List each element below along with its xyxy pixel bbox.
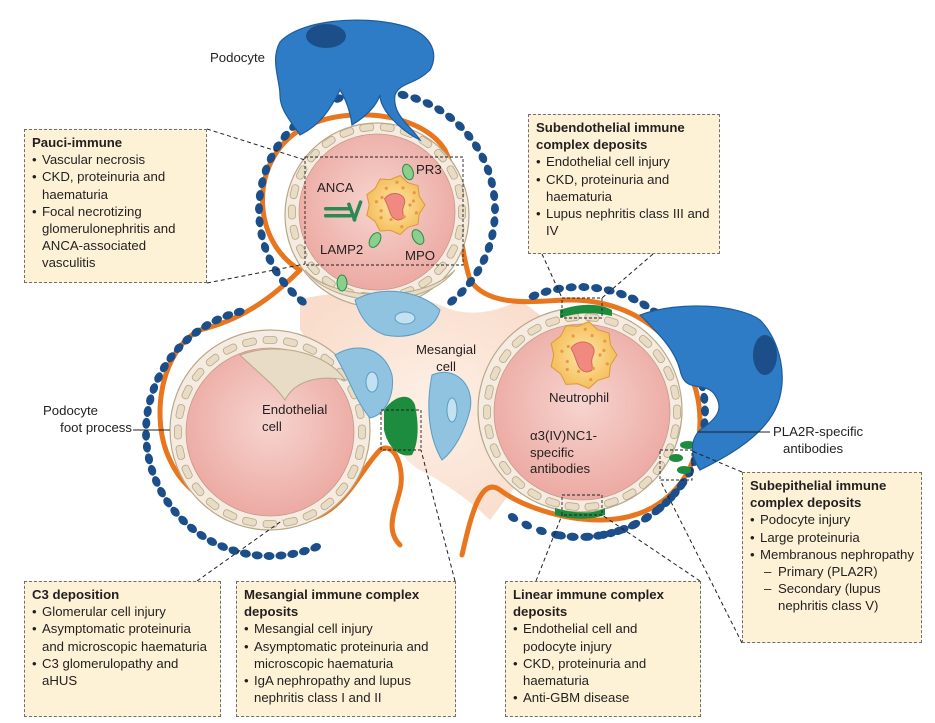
right-capillary (477, 307, 683, 513)
pauci-immune-zone (304, 156, 464, 266)
mpo-label: MPO (405, 248, 436, 263)
box-item: Vascular necrosis (32, 151, 200, 168)
box-item: Glomerular cell injury (32, 603, 214, 620)
box-item: Asymptomatic proteinuria and microscopic… (32, 620, 214, 654)
box-item: Mesangial cell injury (244, 620, 449, 637)
mesangial-deposit-zone (380, 409, 422, 451)
anca-label: ANCA (317, 180, 354, 195)
box-item: Endothelial cell injury (536, 153, 713, 170)
box-item: CKD, proteinuria and haematuria (32, 168, 200, 202)
podocyte-foot-processes (142, 88, 709, 560)
box-item: Primary (PLA2R) (750, 563, 915, 580)
podocyte-top-nucleus (306, 24, 346, 48)
pauci-immune-box: Pauci-immuneVascular necrosisCKD, protei… (24, 129, 207, 283)
c3-deposition-box: C3 depositionGlomerular cell injuryAsymp… (24, 581, 221, 717)
box-title: Linear immune complex deposits (513, 587, 664, 620)
podocyte-cells (275, 19, 783, 471)
podocyte-label: Podocyte (210, 50, 265, 65)
immune-deposits (384, 304, 696, 519)
box-title: Mesangial immune complex deposits (244, 587, 420, 620)
box-item: CKD, proteinuria and haematuria (513, 655, 694, 689)
mesangial-cells (334, 290, 472, 461)
leader-lines (133, 429, 770, 433)
subepithelial-zone (659, 449, 693, 481)
box-title: C3 deposition (32, 587, 120, 602)
box-item: Endothelial cell and podocyte injury (513, 620, 694, 654)
box-item: Secondary (lupus nephritis class V) (750, 580, 915, 614)
box-item: Focal necrotizing glomerulonephritis and… (32, 203, 200, 272)
box-item: Large proteinuria (750, 529, 915, 546)
pr3-label: PR3 (416, 162, 442, 177)
left-capillary (169, 329, 371, 531)
subepithelial-box: Subepithelial immune complex depositsPod… (742, 472, 922, 643)
antigen-markers (336, 163, 425, 292)
box-item: Podocyte injury (750, 511, 915, 528)
anca-antibody-icon (324, 200, 363, 222)
mesangial-box: Mesangial immune complex depositsMesangi… (236, 581, 456, 717)
linear-box: Linear immune complex depositsEndothelia… (505, 581, 701, 717)
box-item: Lupus nephritis class III and IV (536, 205, 713, 239)
subendothelial-box: Subendothelial immune complex depositsEn… (528, 114, 720, 254)
connector-lines (196, 128, 743, 644)
box-item: C3 glomerulopathy and aHUS (32, 655, 214, 689)
linear-deposit-zone (561, 494, 603, 516)
box-item: IgA nephropathy and lupus nephritis clas… (244, 672, 449, 706)
box-item: Membranous nephropathy (750, 546, 915, 563)
podocyte-right-nucleus (753, 335, 777, 375)
podocyte-right (638, 305, 783, 471)
box-item: Asymptomatic proteinuria and microscopic… (244, 638, 449, 672)
box-item: Anti-GBM disease (513, 689, 694, 706)
box-item: CKD, proteinuria and haematuria (536, 171, 713, 205)
neutrophil-label: Neutrophil (549, 390, 610, 405)
box-title: Pauci-immune (32, 135, 123, 150)
podocyte-top (275, 19, 435, 142)
subendothelial-zone (561, 297, 603, 319)
box-title: Subendothelial immune complex deposits (536, 120, 685, 153)
neutrophil-top-icon (366, 174, 426, 236)
neutrophil-right-icon (550, 320, 618, 390)
lamp2-label: LAMP2 (320, 242, 364, 257)
box-title: Subepithelial immune complex deposits (750, 478, 887, 511)
